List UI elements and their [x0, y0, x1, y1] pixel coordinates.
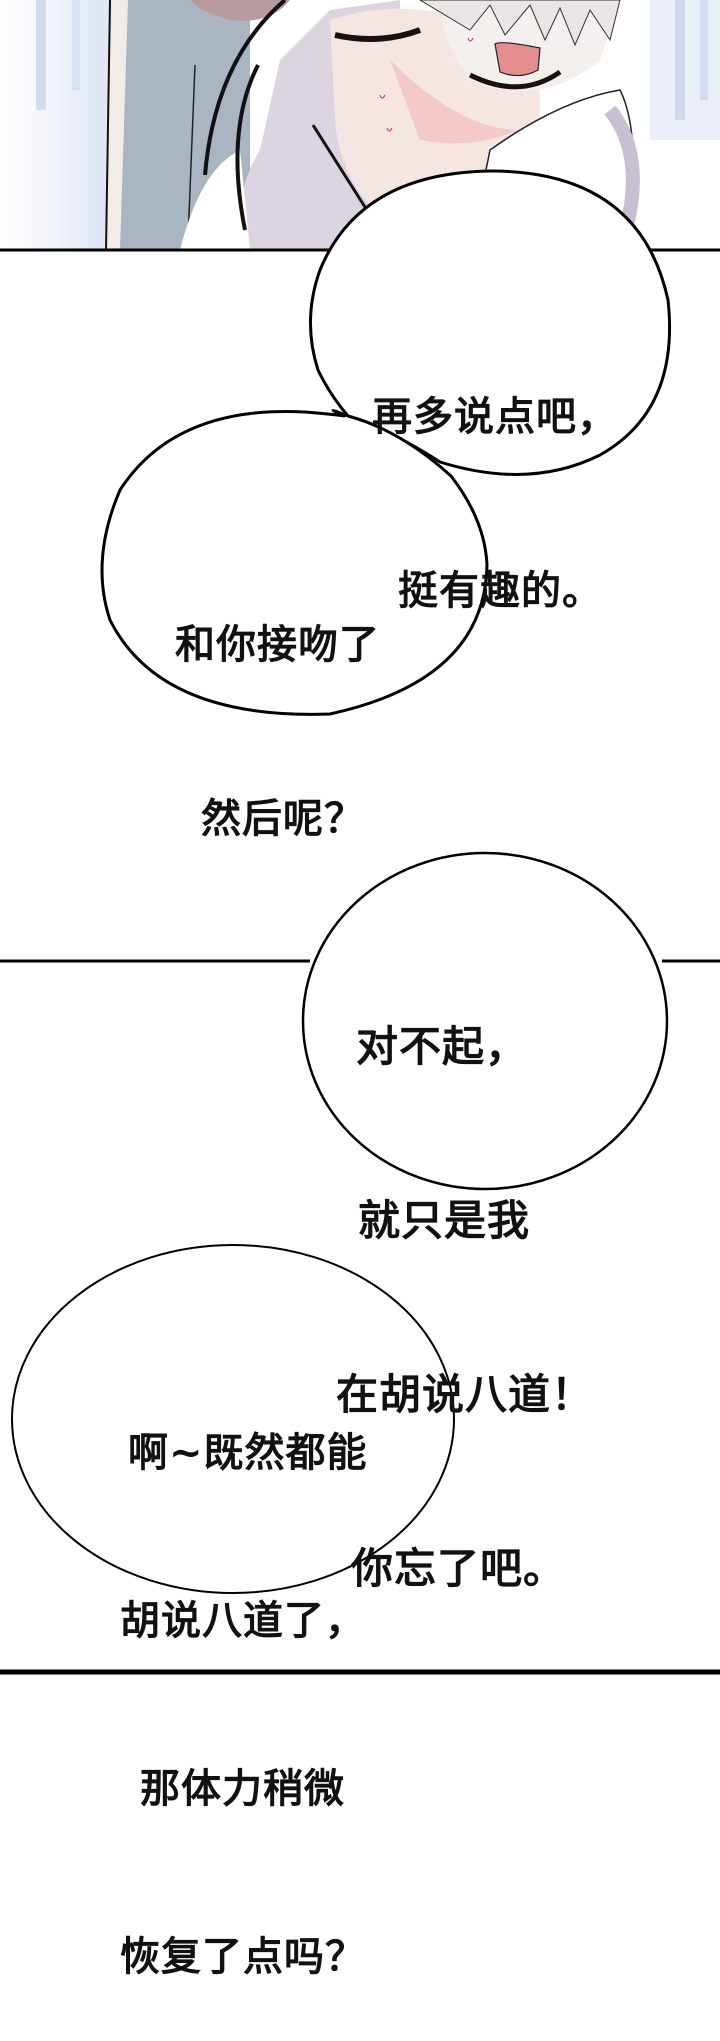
speech-bubble-1	[308, 169, 672, 476]
bubble-outlines	[0, 169, 720, 1675]
bubble-3-line-3: 在胡说八道！	[336, 1370, 595, 1419]
speech-bubble-2	[100, 409, 489, 716]
page-ink-layer	[0, 169, 720, 1675]
bubble-1-text: 再多说点吧， 挺有趣的。	[372, 272, 618, 678]
bubble-3-line-1: 对不起，	[356, 1022, 529, 1071]
bubble-1-line-2: 挺有趣的。	[398, 568, 603, 614]
panel-1-artwork	[0, 0, 720, 250]
bubble-3-line-2: 就只是我	[358, 1196, 531, 1245]
bubble-3-line-4: 你忘了吧。	[351, 1544, 567, 1593]
bubble-4-text: 啊~既然都能 胡说八道了， 那体力稍微 恢复了点吗？	[120, 1313, 368, 2041]
bubble-2-text: 和你接吻了 然后呢？	[175, 500, 380, 906]
speech-bubble-4	[11, 1244, 455, 1594]
bubble-3-text: 对不起， 就只是我 在胡说八道！ 你忘了吧。	[336, 902, 594, 1656]
bubble-2-line-1: 和你接吻了	[175, 622, 380, 668]
bubble-1-line-1: 再多说点吧，	[372, 394, 618, 440]
bubble-4-line-2: 胡说八道了，	[120, 1598, 366, 1644]
bubble-4-line-4: 恢复了点吗？	[120, 1934, 366, 1980]
bubble-4-line-3: 那体力稍微	[140, 1766, 345, 1812]
character-illustration	[36, 0, 720, 250]
bubble-2-line-2: 然后呢？	[201, 796, 365, 842]
speech-bubble-3	[301, 851, 669, 1191]
bubble-4-line-1: 啊~既然都能	[128, 1430, 368, 1476]
